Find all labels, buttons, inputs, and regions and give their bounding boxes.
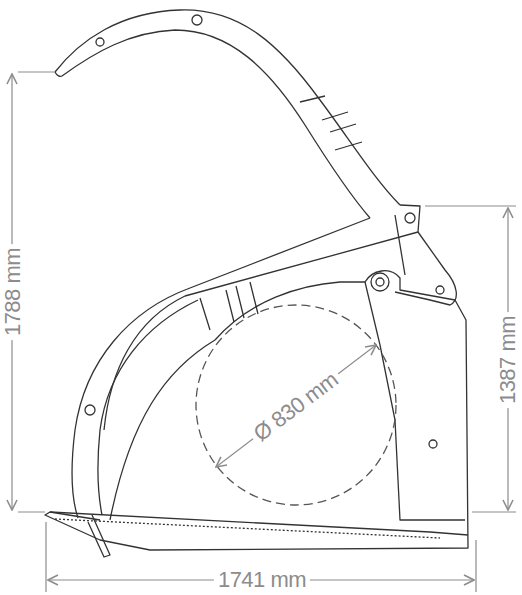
pivot-pin bbox=[371, 273, 389, 291]
dimension-label: 1387 mm bbox=[496, 312, 520, 408]
grab-outline bbox=[45, 10, 468, 557]
diameter-line bbox=[216, 345, 376, 467]
pin bbox=[436, 286, 444, 294]
bucket-body bbox=[45, 271, 468, 550]
pin bbox=[429, 440, 437, 448]
tine-band bbox=[300, 96, 362, 150]
bale-circle bbox=[196, 305, 396, 505]
hydraulic-link bbox=[395, 215, 405, 275]
dimension-label: 1741 mm bbox=[214, 568, 310, 592]
jaw-top-edge bbox=[185, 205, 420, 296]
upper-tine-outer bbox=[55, 10, 400, 205]
dimension-lines bbox=[12, 72, 516, 592]
tine-tip bbox=[55, 72, 62, 76]
pin bbox=[405, 213, 415, 223]
jaw-left-inner bbox=[98, 300, 198, 515]
jaw-band bbox=[200, 282, 258, 330]
jaw-left-outer bbox=[72, 288, 190, 518]
pin bbox=[192, 15, 202, 25]
extension-line bbox=[46, 522, 476, 592]
dimension-label: 1788 mm bbox=[1, 244, 25, 340]
pin bbox=[96, 38, 104, 46]
bucket-floor bbox=[50, 512, 468, 535]
floor-tread bbox=[55, 519, 440, 538]
bucket-side-wall bbox=[365, 282, 465, 520]
dimension-label: Ø 830 mm bbox=[246, 365, 346, 449]
upper-tine-inner bbox=[62, 30, 370, 218]
jaw-rib bbox=[104, 296, 185, 430]
pivot-pin bbox=[376, 278, 384, 286]
pin bbox=[85, 405, 95, 415]
jaw-top-inner bbox=[190, 218, 370, 288]
